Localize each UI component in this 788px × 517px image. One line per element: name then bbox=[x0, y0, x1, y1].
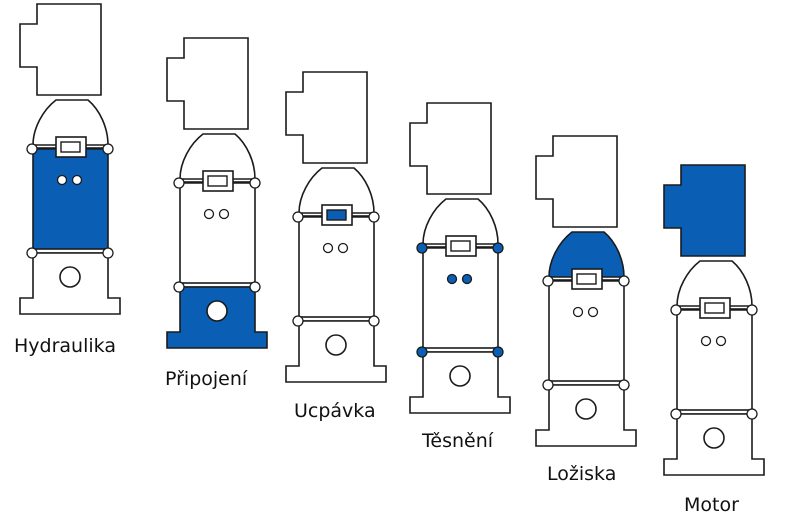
seal-hole bbox=[71, 174, 83, 186]
bearing-housing-part bbox=[548, 231, 625, 278]
joint-circle bbox=[618, 275, 630, 287]
base-port bbox=[206, 300, 228, 322]
joint-circle bbox=[542, 379, 554, 391]
joint-circle bbox=[416, 346, 428, 358]
seal-hole bbox=[461, 273, 473, 285]
joint-circle bbox=[26, 247, 38, 259]
gland-box-inner bbox=[326, 209, 347, 221]
joint-circle bbox=[746, 304, 758, 316]
joint-circle bbox=[416, 242, 428, 254]
joint-circle bbox=[292, 211, 304, 223]
joint-circle bbox=[368, 315, 380, 327]
gland-box-inner bbox=[450, 240, 471, 252]
gland-box-inner bbox=[576, 273, 597, 285]
base-port bbox=[59, 266, 81, 288]
pump-motor bbox=[663, 164, 765, 476]
base-port bbox=[703, 427, 725, 449]
joint-circle bbox=[670, 304, 682, 316]
joint-circle bbox=[670, 408, 682, 420]
motor-part bbox=[663, 164, 746, 257]
bearing-housing-part bbox=[676, 260, 753, 307]
joint-circle bbox=[492, 346, 504, 358]
motor-part bbox=[535, 135, 618, 228]
pump-label-motor: Motor bbox=[684, 494, 739, 516]
joint-circle bbox=[102, 143, 114, 155]
pump-body-part bbox=[298, 215, 375, 318]
pump-label-ucpavka: Ucpávka bbox=[294, 400, 376, 422]
joint-circle bbox=[492, 242, 504, 254]
joint-circle bbox=[368, 211, 380, 223]
seal-hole bbox=[218, 208, 230, 220]
base-port bbox=[575, 398, 597, 420]
seal-hole bbox=[56, 174, 68, 186]
seal-hole bbox=[572, 306, 584, 318]
seal-hole bbox=[337, 242, 349, 254]
seal-hole bbox=[446, 273, 458, 285]
pump-label-pripojeni: Připojení bbox=[165, 368, 248, 390]
gland-box-inner bbox=[704, 302, 725, 314]
joint-circle bbox=[746, 408, 758, 420]
joint-circle bbox=[618, 379, 630, 391]
pump-pripojeni bbox=[166, 37, 268, 349]
gland-box-inner bbox=[207, 175, 228, 187]
bearing-housing-part bbox=[179, 133, 256, 180]
seal-hole bbox=[322, 242, 334, 254]
pump-label-hydraulika: Hydraulika bbox=[14, 335, 116, 357]
pump-body-part bbox=[179, 181, 256, 284]
joint-circle bbox=[292, 315, 304, 327]
bearing-housing-part bbox=[422, 198, 499, 245]
pump-tesneni bbox=[409, 102, 511, 414]
joint-circle bbox=[102, 247, 114, 259]
seal-hole bbox=[587, 306, 599, 318]
pump-hydraulika bbox=[19, 3, 121, 315]
gland-box-inner bbox=[60, 141, 81, 153]
joint-circle bbox=[249, 281, 261, 293]
joint-circle bbox=[249, 177, 261, 189]
seal-hole bbox=[203, 208, 215, 220]
pump-body-part bbox=[32, 147, 109, 250]
pump-label-loziska: Ložiska bbox=[547, 463, 616, 485]
pump-loziska bbox=[535, 135, 637, 447]
seal-hole bbox=[715, 335, 727, 347]
pump-body-part bbox=[676, 308, 753, 411]
base-port bbox=[325, 334, 347, 356]
joint-circle bbox=[542, 275, 554, 287]
joint-circle bbox=[173, 281, 185, 293]
pump-ucpavka bbox=[285, 71, 387, 383]
joint-circle bbox=[26, 143, 38, 155]
motor-part bbox=[166, 37, 249, 130]
base-port bbox=[449, 365, 471, 387]
bearing-housing-part bbox=[298, 167, 375, 214]
pump-body-part bbox=[422, 246, 499, 349]
bearing-housing-part bbox=[32, 99, 109, 146]
pump-label-tesneni: Těsnění bbox=[421, 430, 494, 452]
motor-part bbox=[285, 71, 368, 164]
pump-body-part bbox=[548, 279, 625, 382]
motor-part bbox=[409, 102, 492, 195]
seal-hole bbox=[700, 335, 712, 347]
joint-circle bbox=[173, 177, 185, 189]
motor-part bbox=[19, 3, 102, 96]
